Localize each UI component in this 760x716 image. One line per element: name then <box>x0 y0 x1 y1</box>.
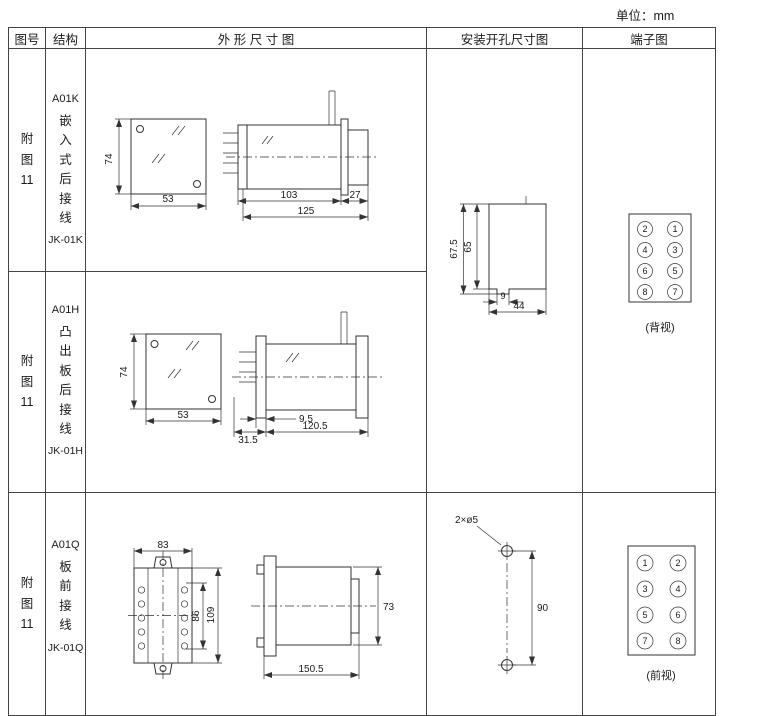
dimension-lines <box>513 550 536 666</box>
model-code: JK-01Q <box>47 641 84 654</box>
outline-drawing-cell-a01h: 74 53 9.5 31.5 120.5 <box>85 271 427 493</box>
terminal-number: 6 <box>642 266 647 276</box>
model-label: A01K <box>52 93 79 105</box>
dimension-lines <box>460 203 547 315</box>
dim-label-gap: 9.5 <box>299 414 313 425</box>
hole-callout: 2×ø5 <box>455 515 479 526</box>
terminal-diagram-rear: 2 1 4 3 6 5 8 7 (背视) <box>628 213 692 334</box>
view-label: (背视) <box>645 320 674 334</box>
table-row: 附 图 11 A01H 凸 出 板 后 接 线 JK-01H <box>8 271 716 493</box>
terminal-circles <box>637 221 683 300</box>
terminal-number: 7 <box>672 287 677 297</box>
terminal-number: 7 <box>642 636 647 646</box>
outline-drawing-a01h: 74 53 9.5 31.5 120.5 <box>119 311 384 446</box>
terminal-number: 2 <box>675 558 680 568</box>
dim-label-mid-height: 86 <box>191 610 202 622</box>
terminal-circles <box>636 554 687 650</box>
table-row: 附 图 11 A01Q 板 前 接 线 JK-01Q <box>8 492 716 716</box>
front-view <box>130 118 207 195</box>
dim-label-total-depth: 125 <box>298 206 315 217</box>
mounting-hole-cell-front: 2×ø5 90 <box>426 492 583 716</box>
dimension-lines <box>130 333 369 437</box>
figure-cell: 附 图 11 <box>8 48 46 272</box>
mounting-hole-cell-rear: 65 67.5 9 44 <box>426 48 583 493</box>
terminal-number: 8 <box>675 636 680 646</box>
terminal-number: 2 <box>642 224 647 234</box>
terminal-number: 1 <box>672 224 677 234</box>
terminal-number: 4 <box>675 584 680 594</box>
dim-label-rear-depth: 27 <box>349 190 361 201</box>
dim-label-total-height: 67.5 <box>449 239 460 259</box>
col-header-terminal: 端子图 <box>582 27 716 49</box>
col-header-outline: 外 形 尺 寸 图 <box>85 27 427 49</box>
unit-label: 单位：mm <box>616 9 675 23</box>
dim-label-front-height: 109 <box>206 606 217 623</box>
dim-label-side-height: 73 <box>383 602 395 613</box>
model-code: JK-01K <box>48 234 83 247</box>
view-label: (前视) <box>646 668 675 682</box>
mounting-hole-drawing-front: 2×ø5 90 <box>455 515 549 674</box>
figure-cell: 附 图 11 <box>8 271 46 493</box>
side-view <box>223 90 378 196</box>
terminal-block-outline <box>628 213 692 303</box>
outline-drawing-a01k: 74 53 103 27 125 <box>104 90 378 221</box>
mounting-hole-drawing-rear: 65 67.5 9 44 <box>449 196 547 315</box>
dim-label-front-height: 74 <box>119 366 130 378</box>
header-row: 图号 结构 外 形 尺 寸 图 安装开孔尺寸图 端子图 <box>8 27 716 49</box>
dim-label-cutout-width: 44 <box>513 301 525 312</box>
dim-label-total-depth: 150.5 <box>298 664 323 675</box>
terminal-block-outline <box>627 545 696 656</box>
dim-label-inner-height: 65 <box>463 241 474 253</box>
figure-label: 附 图 11 <box>20 354 34 410</box>
dim-label-notch-width: 9 <box>500 291 505 301</box>
dim-label-front-width: 53 <box>177 410 189 421</box>
figure-label: 附 图 11 <box>20 132 34 188</box>
col-header-mounting: 安装开孔尺寸图 <box>426 27 583 49</box>
side-view <box>251 555 376 657</box>
front-view <box>145 333 222 410</box>
model-label: A01Q <box>51 539 80 551</box>
terminal-cell-rear: 2 1 4 3 6 5 8 7 (背视) <box>582 48 716 493</box>
table-row: 附 图 11 A01K 嵌 入 式 后 接 线 JK-01K <box>8 48 716 493</box>
structure-desc: 嵌 入 式 后 接 线 <box>59 114 72 225</box>
model-label: A01H <box>51 304 80 316</box>
outline-drawing-cell-a01q: 83 86 109 73 150.5 <box>85 492 427 716</box>
col-header-structure: 结构 <box>45 27 86 49</box>
dim-label-front-width: 53 <box>162 194 174 205</box>
structure-desc: 凸 出 板 后 接 线 <box>59 325 72 436</box>
terminal-number: 4 <box>642 245 647 255</box>
dimension-lines <box>115 118 369 221</box>
terminal-number: 3 <box>672 245 677 255</box>
dim-label-hole-pitch: 90 <box>537 603 549 614</box>
dim-label-front-width: 83 <box>157 540 169 551</box>
structure-cell: A01H 凸 出 板 后 接 线 JK-01H <box>45 271 86 493</box>
structure-desc: 板 前 接 线 <box>59 560 72 633</box>
terminal-cell-front: 1 2 3 4 5 6 7 8 (前视) <box>582 492 716 716</box>
col-header-figure: 图号 <box>8 27 46 49</box>
terminal-diagram-front: 1 2 3 4 5 6 7 8 (前视) <box>627 545 696 682</box>
figure-label: 附 图 11 <box>20 576 34 632</box>
dim-label-front-height: 74 <box>104 153 115 165</box>
terminal-number: 5 <box>642 610 647 620</box>
structure-cell: A01Q 板 前 接 线 JK-01Q <box>45 492 86 716</box>
cutout-outline <box>488 203 547 295</box>
outline-drawing-a01q: 83 86 109 73 150.5 <box>128 540 395 680</box>
structure-cell: A01K 嵌 入 式 后 接 线 JK-01K <box>45 48 86 272</box>
terminal-number: 6 <box>675 610 680 620</box>
dim-label-projection: 31.5 <box>238 435 258 446</box>
figure-cell: 附 图 11 <box>8 492 46 716</box>
terminal-number: 8 <box>642 287 647 297</box>
dim-label-body-depth: 103 <box>281 190 298 201</box>
model-code: JK-01H <box>47 445 83 458</box>
front-view <box>128 551 198 680</box>
terminal-number: 5 <box>672 266 677 276</box>
terminal-number: 1 <box>642 558 647 568</box>
outline-drawing-cell-a01k: 74 53 103 27 125 <box>85 48 427 272</box>
dimension-lines <box>133 548 382 679</box>
mounting-holes <box>498 542 516 674</box>
side-view <box>232 311 384 419</box>
terminal-number: 3 <box>642 584 647 594</box>
dim-label-total-depth: 120.5 <box>302 421 327 432</box>
spec-table: 图号 结构 外 形 尺 寸 图 安装开孔尺寸图 端子图 附 图 11 A01K … <box>8 27 716 716</box>
